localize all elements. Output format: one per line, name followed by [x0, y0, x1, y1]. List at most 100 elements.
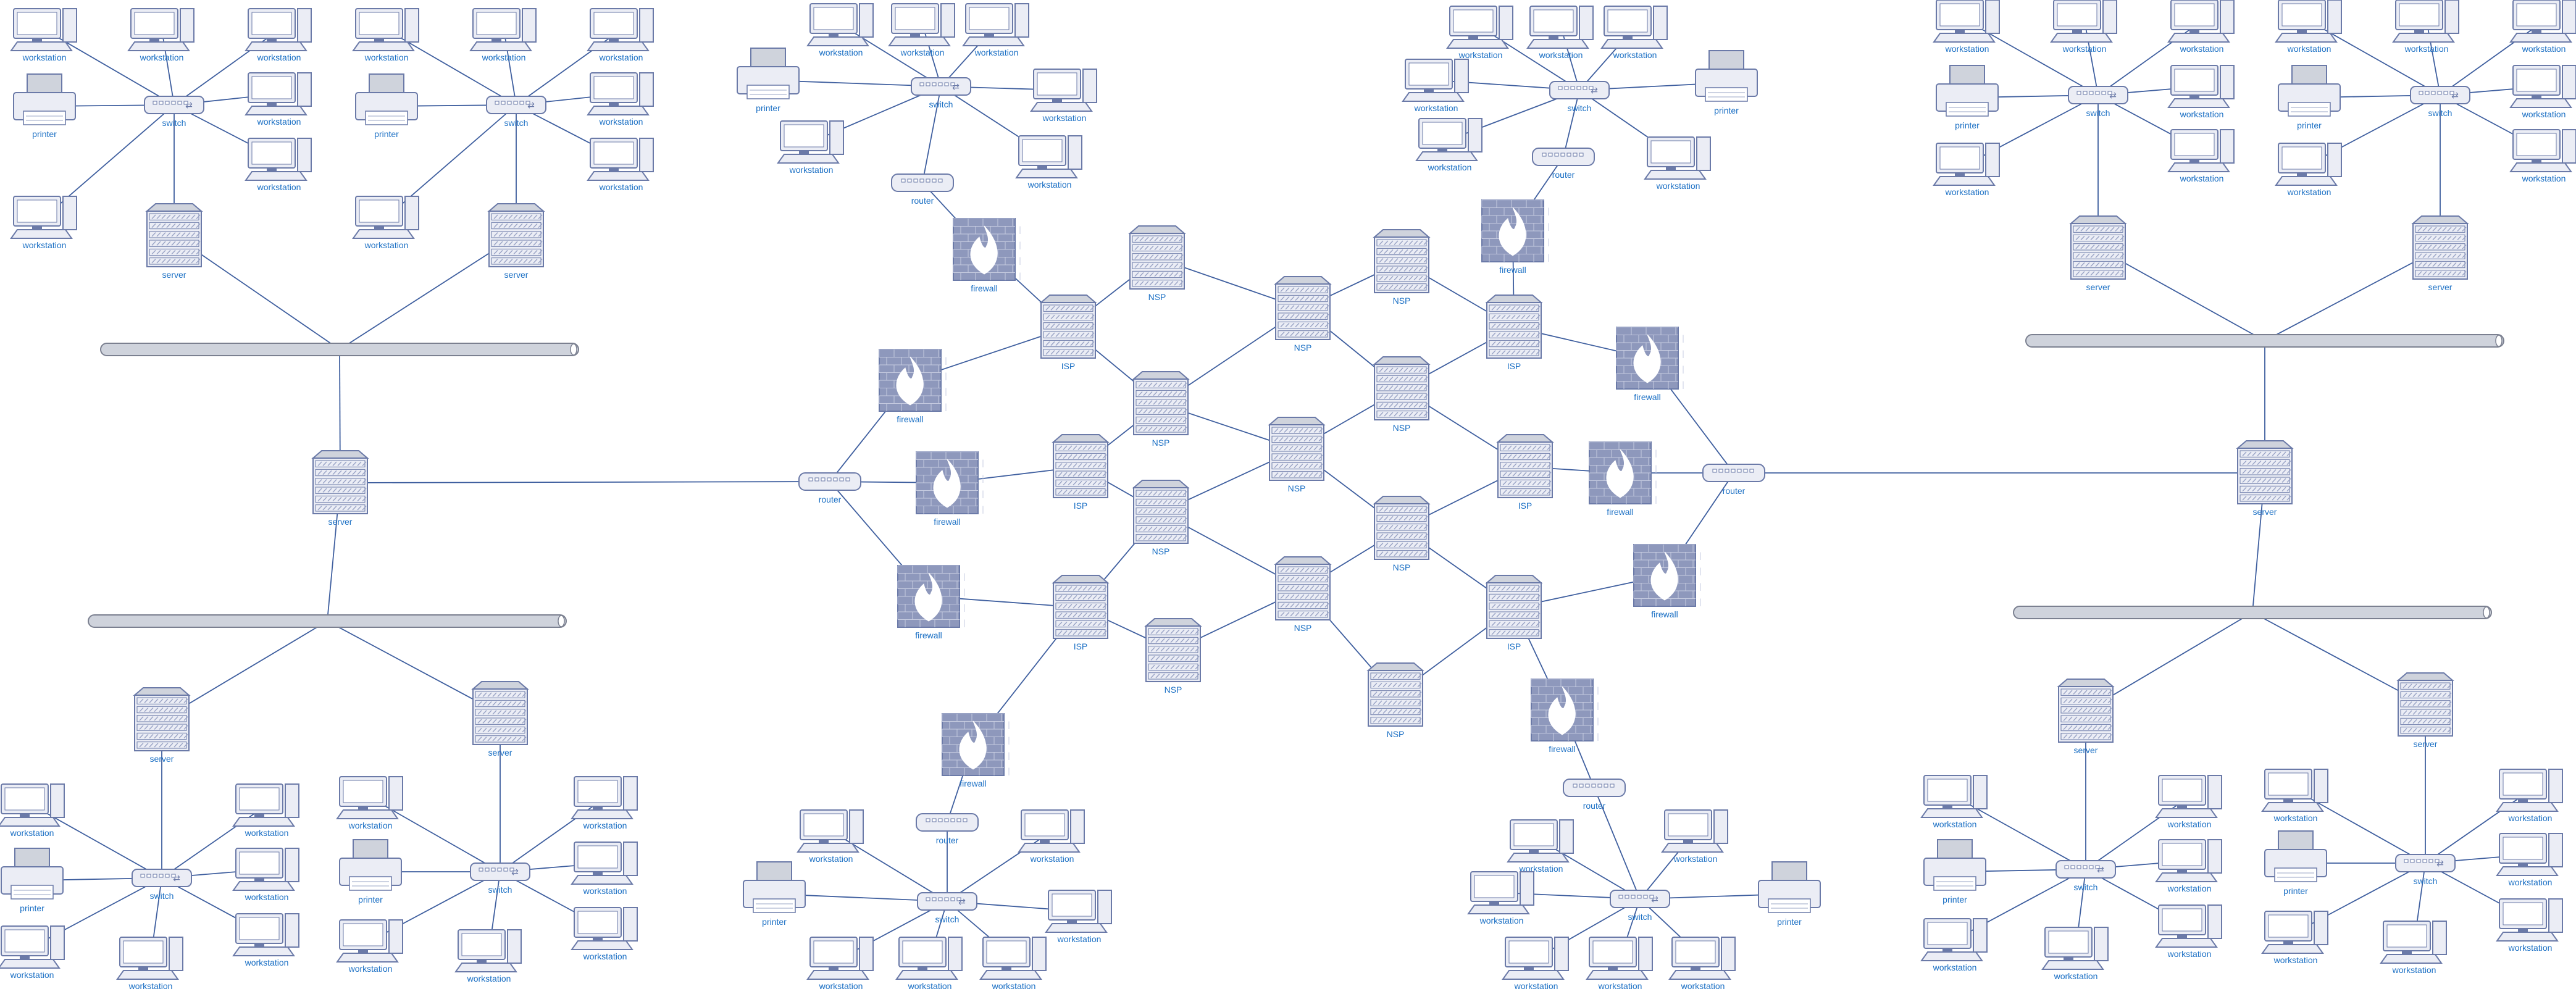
- printer-icon[interactable]: printer: [355, 73, 418, 139]
- workstation-icon[interactable]: workstation: [895, 937, 963, 991]
- switch-icon[interactable]: ⇄switch: [144, 96, 204, 128]
- firewall-icon[interactable]: firewall: [1589, 441, 1657, 517]
- switch-icon[interactable]: ⇄switch: [2055, 860, 2116, 892]
- workstation-icon[interactable]: workstation: [2167, 0, 2235, 54]
- server-icon[interactable]: server: [2396, 672, 2454, 749]
- workstation-icon[interactable]: workstation: [245, 138, 312, 192]
- switch-icon[interactable]: ⇄switch: [917, 892, 977, 924]
- isp-server-icon[interactable]: ISP: [1052, 434, 1110, 511]
- router-icon[interactable]: router: [1532, 148, 1595, 180]
- workstation-icon[interactable]: workstation: [2509, 0, 2576, 54]
- workstation-icon[interactable]: workstation: [2261, 911, 2328, 965]
- workstation-icon[interactable]: workstation: [571, 842, 638, 896]
- isp-server-icon[interactable]: ISP: [1485, 294, 1543, 371]
- server-icon[interactable]: server: [133, 687, 191, 764]
- workstation-icon[interactable]: workstation: [1600, 6, 1668, 60]
- nsp-server-icon[interactable]: NSP: [1144, 618, 1202, 695]
- workstation-icon[interactable]: workstation: [587, 138, 654, 192]
- switch-icon[interactable]: ⇄switch: [1549, 81, 1610, 113]
- switch-icon[interactable]: ⇄switch: [486, 96, 546, 128]
- workstation-icon[interactable]: workstation: [587, 72, 654, 127]
- workstation-icon[interactable]: workstation: [2155, 839, 2222, 893]
- workstation-icon[interactable]: workstation: [797, 809, 864, 864]
- workstation-icon[interactable]: workstation: [1661, 809, 1728, 864]
- workstation-icon[interactable]: workstation: [1415, 118, 1482, 172]
- printer-icon[interactable]: printer: [743, 861, 806, 927]
- server-icon[interactable]: server: [145, 203, 203, 280]
- workstation-icon[interactable]: workstation: [1507, 819, 1574, 874]
- bus-icon[interactable]: [88, 614, 567, 628]
- server-icon[interactable]: server: [2069, 215, 2127, 292]
- nsp-server-icon[interactable]: NSP: [1373, 229, 1431, 306]
- workstation-icon[interactable]: workstation: [10, 196, 77, 250]
- firewall-icon[interactable]: firewall: [942, 713, 1010, 788]
- nsp-server-icon[interactable]: NSP: [1366, 662, 1424, 739]
- printer-icon[interactable]: printer: [737, 48, 800, 113]
- nsp-server-icon[interactable]: NSP: [1274, 276, 1332, 353]
- workstation-icon[interactable]: workstation: [1586, 937, 1653, 991]
- workstation-icon[interactable]: workstation: [979, 937, 1047, 991]
- switch-icon[interactable]: ⇄switch: [2410, 86, 2470, 118]
- workstation-icon[interactable]: workstation: [2275, 0, 2342, 54]
- nsp-server-icon[interactable]: NSP: [1268, 417, 1326, 493]
- printer-icon[interactable]: printer: [1923, 839, 1986, 904]
- workstation-icon[interactable]: workstation: [245, 72, 312, 127]
- workstation-icon[interactable]: workstation: [2155, 904, 2222, 959]
- nsp-server-icon[interactable]: NSP: [1274, 556, 1332, 633]
- workstation-icon[interactable]: workstation: [2155, 775, 2222, 829]
- workstation-icon[interactable]: workstation: [1018, 809, 1085, 864]
- server-icon[interactable]: server: [2057, 679, 2115, 755]
- workstation-icon[interactable]: workstation: [1920, 918, 1988, 972]
- workstation-icon[interactable]: workstation: [1920, 775, 1988, 829]
- nsp-server-icon[interactable]: NSP: [1373, 356, 1431, 433]
- workstation-icon[interactable]: workstation: [454, 929, 522, 984]
- firewall-icon[interactable]: firewall: [916, 451, 984, 527]
- workstation-icon[interactable]: workstation: [1644, 136, 1711, 191]
- workstation-icon[interactable]: workstation: [777, 120, 844, 175]
- router-icon[interactable]: router: [1563, 779, 1626, 811]
- workstation-icon[interactable]: workstation: [1502, 937, 1569, 991]
- workstation-icon[interactable]: workstation: [888, 3, 955, 57]
- workstation-icon[interactable]: workstation: [2496, 769, 2563, 823]
- workstation-icon[interactable]: workstation: [1933, 143, 2000, 197]
- workstation-icon[interactable]: workstation: [1030, 69, 1097, 123]
- workstation-icon[interactable]: workstation: [2496, 898, 2563, 953]
- printer-icon[interactable]: printer: [1695, 50, 1758, 115]
- workstation-icon[interactable]: workstation: [127, 8, 194, 62]
- switch-icon[interactable]: ⇄switch: [2395, 854, 2456, 886]
- firewall-icon[interactable]: firewall: [1616, 327, 1684, 402]
- workstation-icon[interactable]: workstation: [469, 8, 537, 62]
- nsp-server-icon[interactable]: NSP: [1132, 371, 1190, 448]
- workstation-icon[interactable]: workstation: [587, 8, 654, 62]
- workstation-icon[interactable]: workstation: [116, 937, 183, 991]
- printer-icon[interactable]: printer: [1, 848, 64, 913]
- bus-icon[interactable]: [2025, 334, 2504, 348]
- workstation-icon[interactable]: workstation: [1668, 937, 1736, 991]
- firewall-icon[interactable]: firewall: [879, 349, 947, 424]
- workstation-icon[interactable]: workstation: [10, 8, 77, 62]
- workstation-icon[interactable]: workstation: [0, 783, 65, 838]
- printer-icon[interactable]: printer: [1758, 861, 1821, 927]
- workstation-icon[interactable]: workstation: [1526, 6, 1594, 60]
- switch-icon[interactable]: ⇄switch: [2068, 86, 2128, 118]
- workstation-icon[interactable]: workstation: [2041, 927, 2109, 981]
- printer-icon[interactable]: printer: [13, 73, 76, 139]
- workstation-icon[interactable]: workstation: [1402, 59, 1469, 113]
- firewall-icon[interactable]: firewall: [1531, 679, 1599, 754]
- router-icon[interactable]: router: [1702, 464, 1765, 496]
- firewall-icon[interactable]: firewall: [953, 218, 1021, 293]
- workstation-icon[interactable]: workstation: [806, 937, 874, 991]
- workstation-icon[interactable]: workstation: [352, 196, 419, 250]
- workstation-icon[interactable]: workstation: [2050, 0, 2117, 54]
- workstation-icon[interactable]: workstation: [245, 8, 312, 62]
- workstation-icon[interactable]: workstation: [1446, 6, 1513, 60]
- isp-server-icon[interactable]: ISP: [1485, 575, 1543, 651]
- bus-icon[interactable]: [100, 343, 579, 356]
- workstation-icon[interactable]: workstation: [2261, 769, 2328, 823]
- isp-server-icon[interactable]: ISP: [1052, 575, 1110, 651]
- server-icon[interactable]: server: [311, 450, 369, 527]
- workstation-icon[interactable]: workstation: [336, 776, 403, 830]
- workstation-icon[interactable]: workstation: [2509, 65, 2576, 119]
- nsp-server-icon[interactable]: NSP: [1373, 496, 1431, 572]
- nsp-server-icon[interactable]: NSP: [1132, 480, 1190, 556]
